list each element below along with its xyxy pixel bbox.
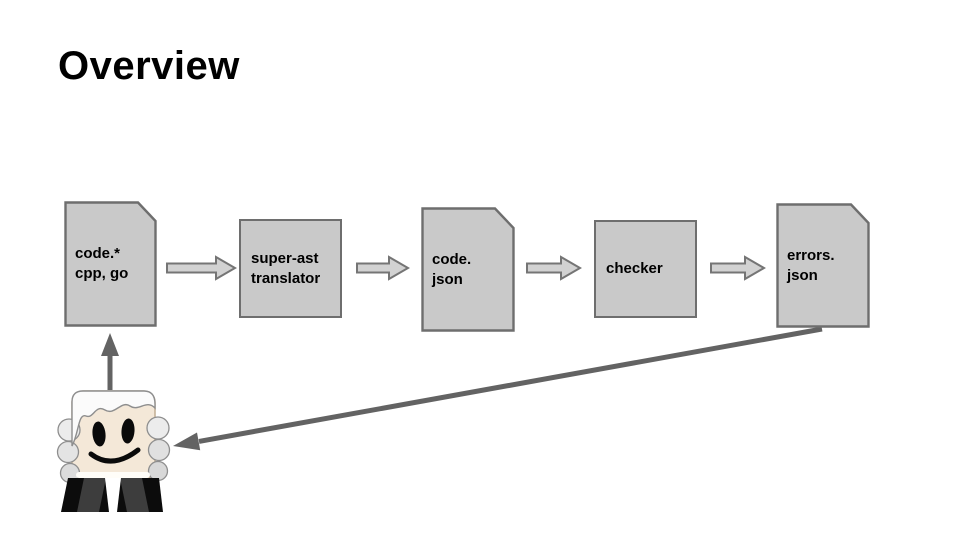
label-line: json	[432, 270, 463, 288]
document-shape	[64, 201, 157, 327]
label-line: checker	[606, 260, 663, 277]
judge-wig-curls	[56, 416, 171, 484]
label-line: super-ast	[251, 249, 319, 267]
node-label: super-ast translator	[241, 221, 340, 316]
document-shape	[421, 207, 515, 332]
flow-arrow-4	[710, 255, 766, 281]
judge-robe	[61, 478, 163, 512]
label-line: errors.	[787, 246, 835, 264]
node-code-json: code. json	[421, 207, 515, 332]
judge-eye-right	[121, 418, 135, 444]
flow-arrow-3	[526, 255, 582, 281]
node-super-ast-translator: super-ast translator	[239, 219, 342, 318]
label-line: translator	[251, 269, 321, 287]
judge-smile	[88, 447, 141, 464]
judge-wig	[71, 390, 156, 447]
connector-judge-to-code	[101, 333, 119, 390]
slide-title: Overview	[58, 44, 240, 88]
flow-arrow-2	[356, 255, 410, 281]
judge-collar	[76, 472, 150, 478]
label-line: json	[787, 266, 818, 284]
node-label: checker	[596, 222, 695, 316]
node-errors-json: errors. json	[776, 203, 870, 328]
node-checker: checker	[594, 220, 697, 318]
document-shape	[776, 203, 870, 328]
judge-eye-left	[92, 421, 106, 447]
node-label: code.* cpp, go	[64, 201, 157, 327]
label-line: code.	[432, 250, 472, 268]
label-line: cpp, go	[75, 265, 129, 282]
connector-errors-to-judge	[173, 326, 823, 451]
flow-arrow-1	[166, 255, 237, 281]
label-line: code.*	[75, 245, 121, 262]
node-label: code. json	[421, 207, 515, 332]
node-label: errors. json	[776, 203, 870, 328]
node-code-src: code.* cpp, go	[64, 201, 157, 327]
judge-mascot-icon	[56, 390, 171, 512]
